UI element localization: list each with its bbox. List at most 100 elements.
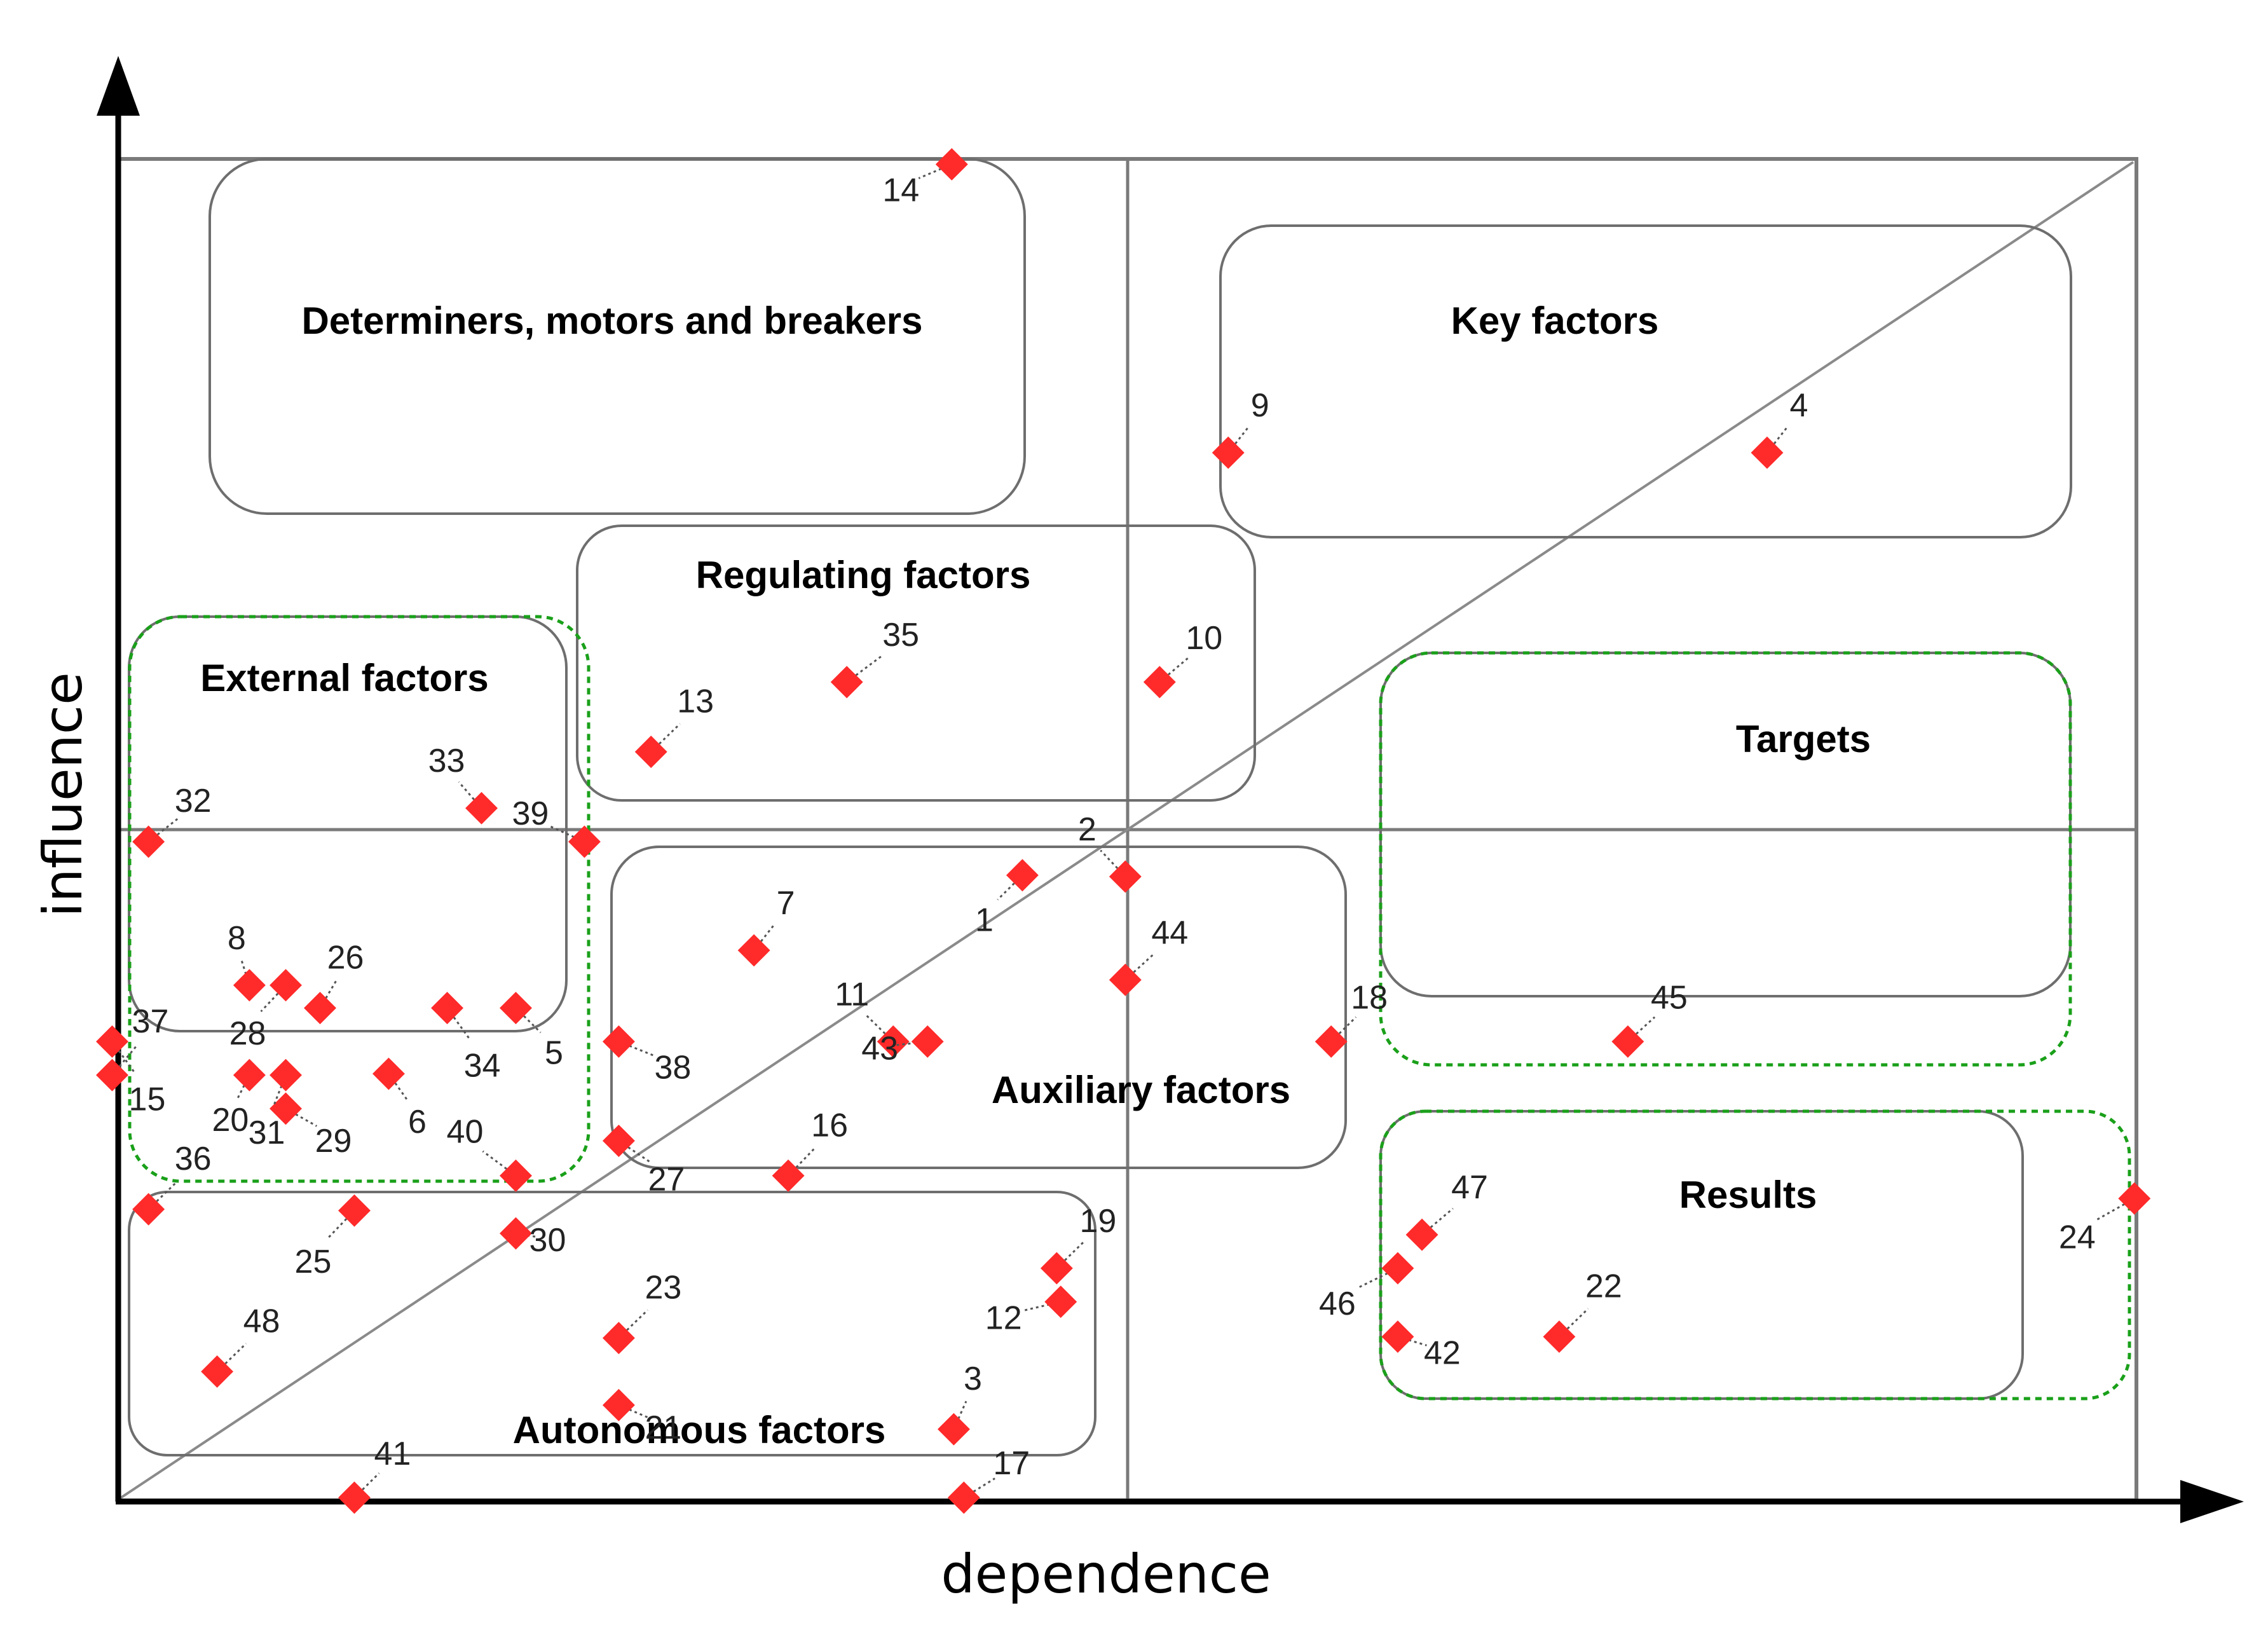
point-label: 12 [985,1300,1022,1337]
data-point: 46 [1319,1252,1414,1322]
data-point: 1 [975,859,1039,939]
data-point: 7 [737,885,795,967]
point-label: 15 [129,1081,166,1118]
zone-label: Results [1679,1174,1817,1216]
data-point: 29 [270,1092,352,1160]
point-marker [132,825,165,858]
y-axis-label: influence [32,672,94,917]
point-marker [1543,1320,1576,1353]
point-marker [304,992,336,1025]
point-marker [1044,1285,1077,1319]
point-marker [2118,1182,2151,1215]
point-marker [568,825,601,858]
point-marker [338,1194,371,1227]
data-point: 47 [1405,1169,1488,1251]
point-marker [1212,436,1245,469]
point-label: 48 [243,1303,280,1339]
data-point: 30 [500,1217,566,1259]
data-point: 4 [1751,387,1808,469]
point-marker [935,147,968,181]
data-point: 35 [830,617,919,699]
point-marker [270,969,302,1002]
data-point: 22 [1543,1268,1622,1353]
point-label: 38 [654,1049,691,1086]
data-point: 27 [602,1125,685,1198]
data-point: 33 [428,743,498,825]
point-label: 13 [677,683,714,720]
zone-dash-targets [1379,651,2072,1067]
zone-label: Autonomous factors [513,1409,886,1451]
data-point: 9 [1212,387,1269,469]
data-point: 11 [835,976,910,1058]
point-marker [338,1481,371,1514]
point-label: 31 [249,1114,285,1151]
data-point: 26 [304,940,364,1025]
data-point: 14 [882,147,968,209]
data-point: 36 [132,1141,212,1226]
point-label: 26 [327,940,364,976]
point-label: 18 [1351,979,1388,1016]
data-point: 40 [447,1113,532,1192]
point-label: 29 [315,1123,352,1160]
point-marker [431,992,463,1025]
point-leader-line [236,1074,250,1100]
point-label: 45 [1651,979,1688,1016]
point-marker [1315,1025,1348,1058]
data-point: 16 [772,1107,848,1192]
point-marker [1040,1252,1073,1285]
point-label: 28 [229,1015,266,1052]
x-axis-label: dependence [941,1543,1271,1605]
point-marker [1611,1025,1644,1058]
point-marker [1109,860,1142,893]
zone-label: External factors [200,657,489,699]
point-marker [937,1413,970,1446]
point-label: 33 [428,743,465,779]
point-label: 23 [645,1270,681,1306]
point-label: 20 [212,1102,249,1139]
point-marker [500,1217,532,1250]
point-marker [830,666,863,699]
zone-box-autonomous [128,1191,1096,1456]
data-point: 8 [228,920,266,1002]
point-marker [602,1322,635,1355]
data-point: 25 [295,1194,371,1280]
point-label: 9 [1251,387,1269,424]
data-point: 48 [201,1303,280,1388]
point-label: 32 [175,783,212,819]
data-point: 45 [1611,979,1688,1058]
point-marker [1405,1218,1438,1251]
data-point: 31 [249,1058,302,1151]
point-label: 11 [835,976,869,1013]
zone-dash-results [1379,1109,2131,1401]
data-point: 13 [634,683,714,769]
point-label: 3 [964,1360,982,1397]
point-label: 2 [1078,811,1096,848]
point-marker [1381,1320,1414,1353]
point-marker [1381,1252,1414,1285]
point-marker [877,1025,910,1058]
point-marker [1109,963,1142,996]
point-label: 8 [228,920,246,957]
point-marker [911,1025,944,1058]
point-marker [132,1193,165,1226]
data-point: 37 [96,1003,169,1092]
point-label: 7 [777,885,795,922]
zone-label: Targets [1736,718,1871,760]
point-label: 19 [1079,1203,1116,1240]
point-label: 37 [132,1003,169,1040]
data-point: 3 [937,1360,982,1446]
zone-box-key-factors [1219,224,2072,538]
zone-label: Regulating factors [696,554,1031,596]
point-label: 43 [861,1030,898,1067]
point-leader-line [516,1232,537,1238]
point-marker [602,1025,635,1058]
data-point: 39 [512,795,601,858]
zone-label: Auxiliary factors [992,1069,1290,1111]
zone-label: Key factors [1451,299,1659,342]
point-label: 36 [175,1141,212,1177]
point-marker [372,1057,405,1090]
data-point: 15 [96,1025,165,1118]
point-label: 4 [1790,387,1808,424]
zone-dash-external [128,615,591,1183]
